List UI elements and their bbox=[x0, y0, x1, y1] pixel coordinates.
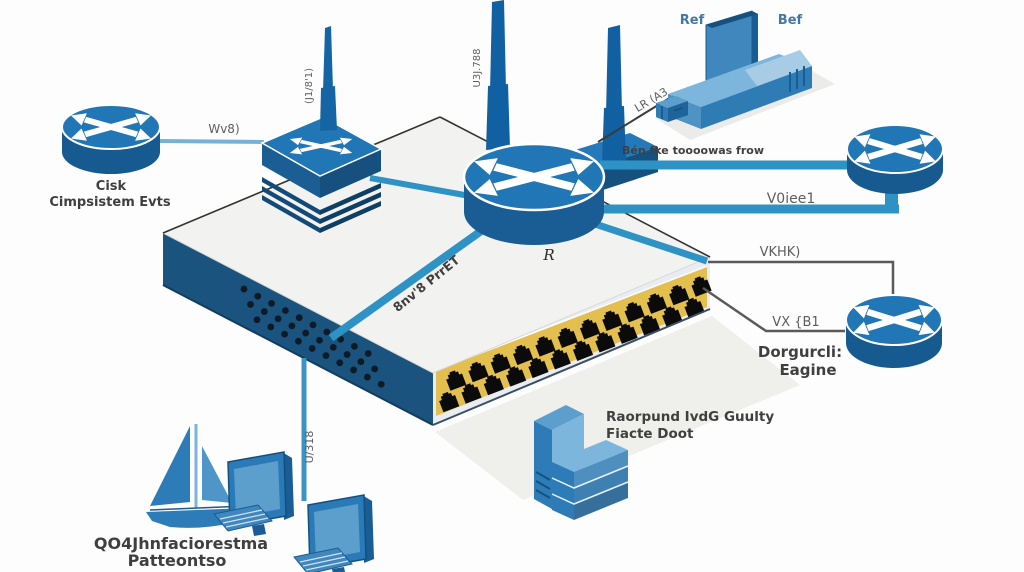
link-core-to-edge-corner bbox=[581, 216, 709, 265]
link-wan-bottom bbox=[592, 186, 899, 214]
antenna-center-right-icon bbox=[602, 25, 626, 164]
left-router-name-line2: Cimpsistem Evts bbox=[49, 195, 170, 210]
engine-label-line1: Dorgurcli: bbox=[758, 343, 842, 361]
ap-label-left: Ref bbox=[680, 13, 705, 28]
antenna-left-label: (J1/8'1) bbox=[304, 68, 315, 104]
wan-bottom-label: V0iee1 bbox=[767, 191, 816, 207]
link-core-to-access bbox=[328, 210, 508, 342]
link-left-router bbox=[157, 139, 265, 144]
left-router-name-line1: Cisk bbox=[96, 179, 127, 194]
link-branch-top bbox=[708, 260, 895, 300]
server-stack-icon bbox=[534, 405, 629, 520]
antenna-center-left-icon bbox=[486, 0, 510, 150]
switch-vent-holes bbox=[240, 285, 385, 388]
server-label-line1: Raorpund IvdG Guulty bbox=[606, 409, 774, 425]
branch-bottom-label: VX {B1 bbox=[772, 315, 819, 330]
engine-label-line2: Eagine bbox=[779, 361, 836, 379]
edge-router-2-icon bbox=[845, 294, 943, 368]
antenna-left-icon bbox=[320, 26, 337, 131]
ap-label-right: Bef bbox=[778, 13, 803, 28]
workstations-label-line1: QO4Jhnfaciorestma bbox=[94, 534, 268, 553]
left-router-icon bbox=[61, 104, 161, 174]
left-link-label: Wv8) bbox=[208, 122, 239, 136]
wan-top-label: Bén fke toooowas frow bbox=[622, 144, 764, 157]
core-router-label: R bbox=[542, 246, 554, 264]
access-link-label: U/318 bbox=[303, 431, 316, 464]
branch-top-label: VKHK) bbox=[760, 245, 801, 260]
desktop-computer-2-icon bbox=[293, 494, 375, 572]
edge-router-1-icon bbox=[846, 124, 944, 194]
server-label-line2: Fiacte Doot bbox=[606, 426, 694, 442]
core-router-icon bbox=[462, 142, 606, 245]
workstations-label-line2: Patteontso bbox=[128, 551, 227, 570]
link-branch-bottom bbox=[702, 286, 845, 333]
antenna-center-label: U3J.788 bbox=[472, 49, 483, 88]
wireless-adapter-icon bbox=[656, 10, 812, 129]
multilayer-switch-icon bbox=[260, 116, 383, 233]
